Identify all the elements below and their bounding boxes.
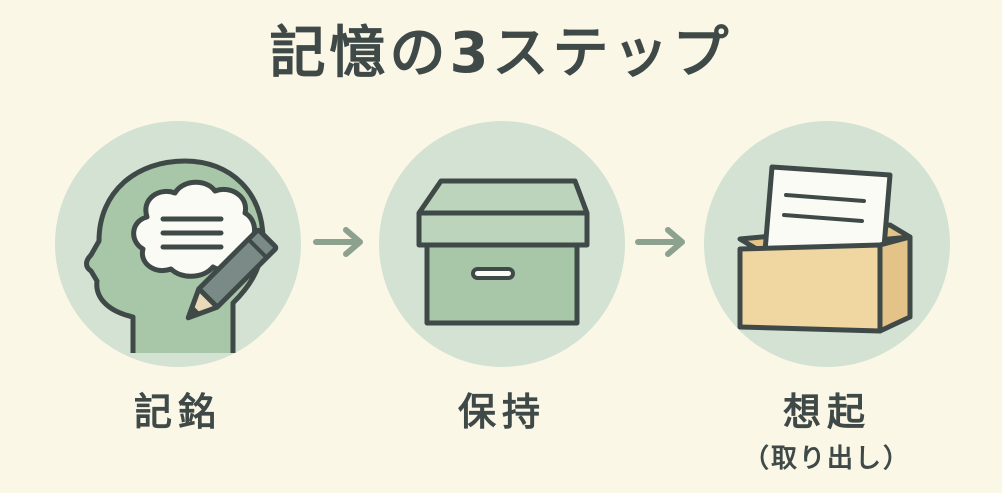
step-storage-label: 保持 [457, 390, 546, 434]
step-retrieval: 想起 （取り出し） [704, 121, 950, 475]
step-retrieval-sublabel: （取り出し） [742, 444, 911, 474]
step-storage-circle [379, 121, 625, 367]
step-encoding-label: 記銘 [133, 390, 222, 434]
page-title: 記憶の3ステップ [269, 21, 733, 86]
pencil-icon [185, 227, 279, 321]
tray-with-paper-icon [737, 164, 913, 334]
head-with-brain-icon [84, 158, 279, 353]
storage-box-icon [416, 178, 590, 326]
arrow-right-icon [635, 227, 685, 257]
arrow-right-icon [313, 227, 363, 257]
step-storage: 保持 [379, 121, 625, 436]
step-encoding-circle [55, 121, 301, 367]
step-encoding: 記銘 [55, 121, 301, 436]
step-retrieval-label: 想起 [782, 390, 871, 434]
step-retrieval-circle [704, 121, 950, 367]
